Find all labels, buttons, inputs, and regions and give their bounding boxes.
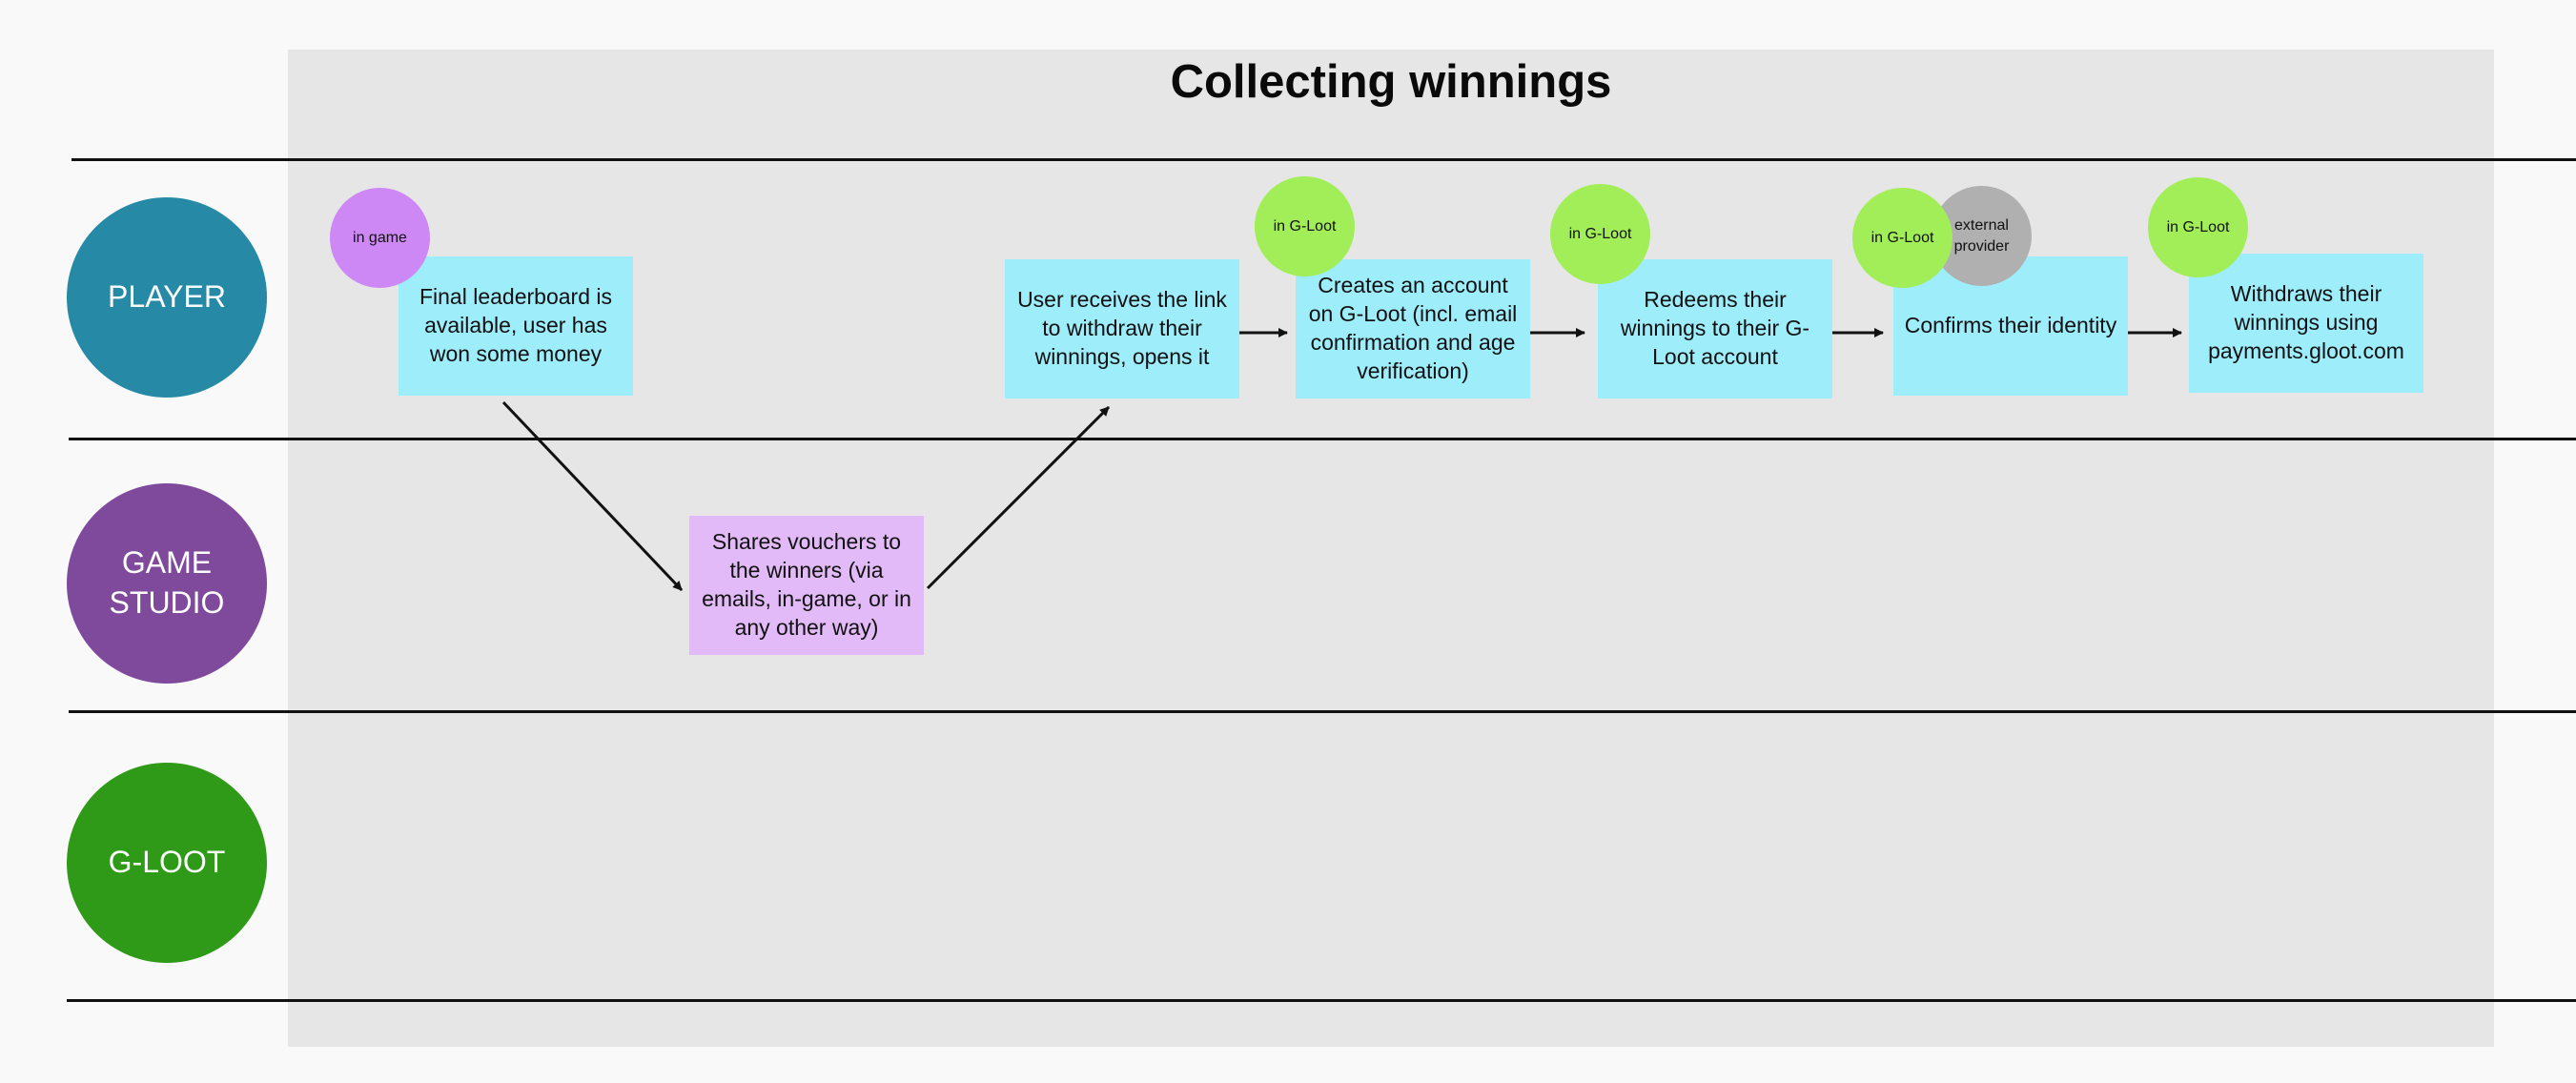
step-withdraws-winnings: Withdraws their winnings using payments.… (2189, 254, 2423, 393)
tag-in-g-loot: in G-Loot (2148, 177, 2248, 277)
lane-divider-bottom (67, 999, 2576, 1002)
step-final-leaderboard: Final leaderboard is available, user has… (399, 256, 633, 396)
tag-in-g-loot: in G-Loot (1550, 184, 1650, 284)
lane-label-game-studio: GAME STUDIO (67, 483, 267, 684)
step-confirms-identity: Confirms their identity (1893, 256, 2128, 396)
diagram-title: Collecting winnings (1170, 56, 1612, 108)
step-shares-vouchers: Shares vouchers to the winners (via emai… (689, 516, 924, 655)
lane-label-player: PLAYER (67, 197, 267, 398)
step-creates-account: Creates an account on G-Loot (incl. emai… (1296, 259, 1530, 398)
step-receives-link: User receives the link to withdraw their… (1005, 259, 1239, 398)
tag-in-g-loot: in G-Loot (1852, 188, 1952, 288)
lane-divider-top (72, 158, 2576, 161)
tag-in-game: in game (330, 188, 430, 288)
step-redeems-winnings: Redeems their winnings to their G-Loot a… (1598, 259, 1832, 398)
lane-label-g-loot: G-LOOT (67, 763, 267, 963)
lane-divider-player-studio (69, 438, 2576, 440)
lane-divider-studio-gloot (69, 710, 2576, 713)
tag-in-g-loot: in G-Loot (1255, 176, 1355, 276)
